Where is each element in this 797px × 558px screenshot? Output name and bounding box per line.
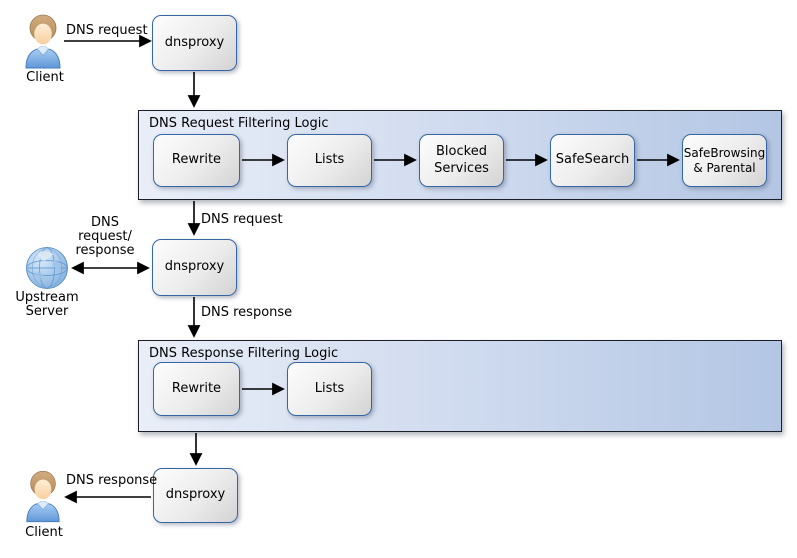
edge-label-dns-response-bottom: DNS response bbox=[66, 473, 158, 488]
upstream-edge-line3: response bbox=[75, 243, 135, 258]
edge-label-upstream-request-response: DNS request/ response bbox=[69, 216, 141, 258]
client-top-label: Client bbox=[26, 70, 64, 85]
edge-label-dns-request-mid: DNS request bbox=[201, 212, 283, 227]
client-bottom-label: Client bbox=[25, 525, 63, 540]
request-filter-title: DNS Request Filtering Logic bbox=[149, 116, 329, 131]
upstream-server-label: Upstream Server bbox=[5, 291, 89, 319]
node-dnsproxy-bottom: dnsproxy bbox=[153, 468, 238, 523]
edge-label-dns-response-mid: DNS response bbox=[201, 305, 293, 320]
upstream-server-label-line2: Server bbox=[25, 304, 69, 319]
container-response-filter: DNS Response Filtering Logic bbox=[138, 340, 782, 432]
filter-box-lists-response: Lists bbox=[287, 362, 372, 416]
filter-box-safesearch: SafeSearch bbox=[550, 134, 635, 187]
upstream-edge-line1: DNS bbox=[91, 215, 119, 230]
filter-box-rewrite-response: Rewrite bbox=[153, 362, 240, 416]
filter-box-rewrite-request: Rewrite bbox=[153, 134, 240, 187]
node-dnsproxy-top: dnsproxy bbox=[152, 15, 237, 71]
person-icon bbox=[25, 14, 61, 69]
filter-box-lists-request: Lists bbox=[287, 134, 372, 187]
upstream-edge-line2: request/ bbox=[78, 229, 132, 244]
filter-box-blocked-services: Blocked Services bbox=[419, 134, 504, 187]
node-dnsproxy-middle: dnsproxy bbox=[152, 239, 237, 296]
person-icon bbox=[26, 470, 60, 523]
filter-box-safebrowsing-parental: SafeBrowsing & Parental bbox=[682, 134, 767, 187]
upstream-server-label-line1: Upstream bbox=[15, 290, 79, 305]
edge-label-dns-request-top: DNS request bbox=[66, 23, 148, 38]
response-filter-title: DNS Response Filtering Logic bbox=[149, 346, 339, 361]
globe-icon bbox=[26, 247, 68, 289]
